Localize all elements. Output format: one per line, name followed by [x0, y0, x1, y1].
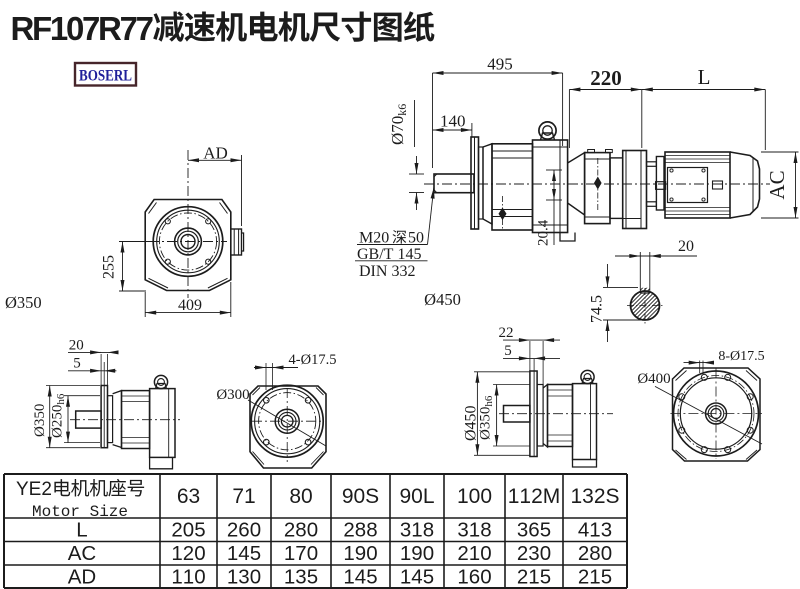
svg-text:280: 280: [578, 542, 612, 565]
svg-text:63: 63: [177, 485, 200, 508]
svg-text:Ø450: Ø450: [463, 405, 480, 441]
svg-text:130: 130: [227, 566, 261, 589]
svg-text:L: L: [698, 65, 711, 89]
svg-text:BOSERL: BOSERL: [79, 68, 132, 85]
svg-text:413: 413: [578, 519, 612, 542]
svg-text:4-Ø17.5: 4-Ø17.5: [289, 352, 337, 368]
svg-text:74.5: 74.5: [589, 295, 606, 323]
svg-text:135: 135: [284, 566, 318, 589]
svg-text:80: 80: [289, 485, 312, 508]
svg-text:M20: M20: [359, 230, 389, 247]
svg-text:112M: 112M: [508, 485, 561, 508]
svg-text:145: 145: [343, 566, 377, 589]
svg-text:GB/T 145: GB/T 145: [357, 246, 421, 263]
svg-text:Motor Size: Motor Size: [32, 503, 128, 521]
svg-text:L: L: [76, 519, 87, 542]
svg-text:50: 50: [408, 230, 424, 247]
svg-text:DIN 332: DIN 332: [359, 263, 415, 280]
svg-text:230: 230: [517, 542, 551, 565]
svg-text:205: 205: [171, 519, 205, 542]
svg-text:20: 20: [678, 238, 694, 255]
svg-text:AC: AC: [68, 542, 97, 565]
svg-text:AD: AD: [203, 143, 228, 162]
svg-text:140: 140: [440, 112, 466, 131]
svg-text:132S: 132S: [570, 485, 619, 508]
svg-text:Ø400: Ø400: [637, 371, 670, 387]
svg-text:190: 190: [343, 542, 377, 565]
svg-text:20: 20: [69, 338, 84, 354]
svg-text:190: 190: [400, 542, 434, 565]
svg-text:280: 280: [284, 519, 318, 542]
svg-text:120: 120: [171, 542, 205, 565]
svg-text:22: 22: [499, 325, 514, 341]
svg-text:110: 110: [171, 566, 205, 589]
svg-text:100: 100: [457, 485, 492, 508]
svg-text:90L: 90L: [399, 485, 434, 508]
svg-text:210: 210: [457, 542, 491, 565]
svg-text:260: 260: [227, 519, 261, 542]
svg-text:215: 215: [517, 566, 551, 589]
svg-text:Ø450: Ø450: [424, 290, 461, 309]
svg-text:Ø350: Ø350: [32, 404, 48, 437]
svg-text:Ø300: Ø300: [216, 387, 249, 403]
svg-text:AC: AC: [765, 170, 789, 199]
svg-text:5: 5: [504, 343, 512, 359]
svg-text:145: 145: [400, 566, 434, 589]
svg-text:90S: 90S: [342, 485, 379, 508]
svg-text:Ø350: Ø350: [5, 293, 42, 312]
svg-text:RF107R77: RF107R77: [11, 10, 153, 47]
svg-text:AD: AD: [68, 566, 96, 589]
svg-text:215: 215: [578, 566, 612, 589]
svg-text:170: 170: [284, 542, 318, 565]
svg-text:5: 5: [73, 356, 81, 372]
svg-text:495: 495: [487, 55, 513, 74]
svg-text:220: 220: [590, 66, 622, 90]
svg-text:145: 145: [227, 542, 261, 565]
svg-text:YE2: YE2: [16, 479, 52, 500]
svg-text:318: 318: [400, 519, 434, 542]
svg-text:160: 160: [457, 566, 491, 589]
svg-text:20.4: 20.4: [536, 219, 552, 246]
svg-text:255: 255: [101, 255, 118, 279]
svg-text:365: 365: [517, 519, 551, 542]
svg-text:409: 409: [178, 297, 202, 314]
svg-text:318: 318: [457, 519, 491, 542]
svg-text:288: 288: [343, 519, 377, 542]
svg-text:8-Ø17.5: 8-Ø17.5: [718, 349, 764, 364]
svg-text:71: 71: [232, 485, 255, 508]
